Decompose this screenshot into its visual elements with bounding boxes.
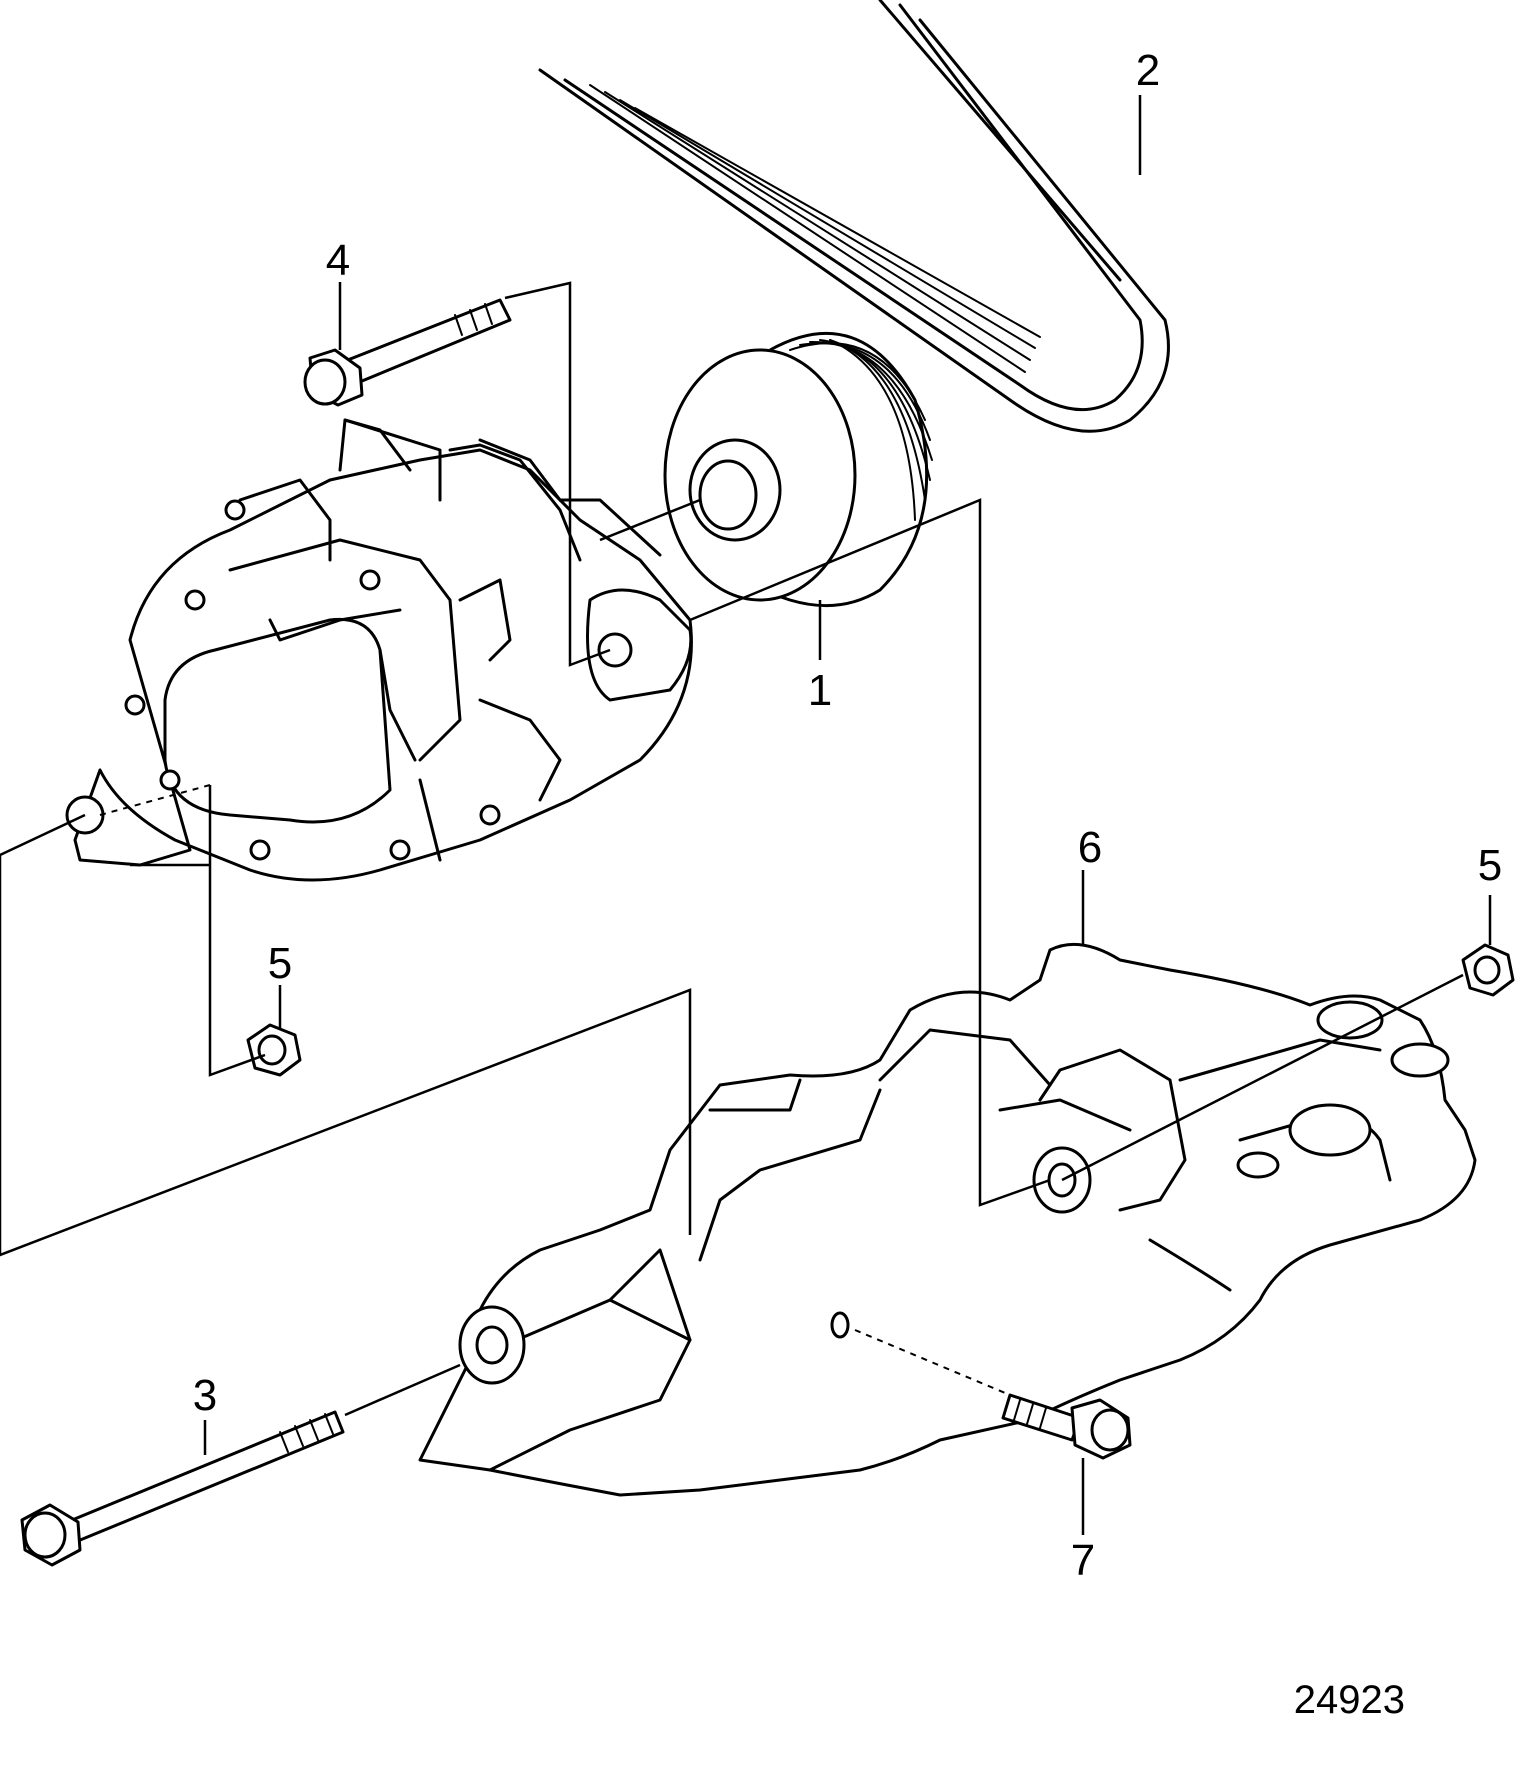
bracket-bolt: [1001, 1393, 1132, 1460]
callout-7-bracket-bolt: 7: [1071, 1536, 1095, 1585]
callout-5-nut-right: 5: [1478, 841, 1502, 890]
mounting-bracket: [418, 942, 1477, 1497]
callout-6-bracket: 6: [1078, 823, 1102, 872]
callout-4-upper-bolt: 4: [326, 236, 350, 285]
assembly-lines: [0, 95, 1492, 1535]
pulley: [663, 331, 933, 608]
callout-3-long-bolt: 3: [193, 1371, 217, 1420]
nut-left: [246, 1023, 302, 1077]
figure-number: 24923: [1294, 1678, 1405, 1722]
nut-right: [1461, 943, 1515, 997]
callout-1-pulley: 1: [808, 666, 832, 715]
upper-bolt: [303, 298, 512, 407]
alternator: [65, 418, 693, 882]
callout-2-belt: 2: [1136, 46, 1160, 95]
callout-5-nut-left: 5: [268, 939, 292, 988]
long-bolt: [20, 1410, 345, 1567]
drive-belt: [538, 0, 1170, 433]
